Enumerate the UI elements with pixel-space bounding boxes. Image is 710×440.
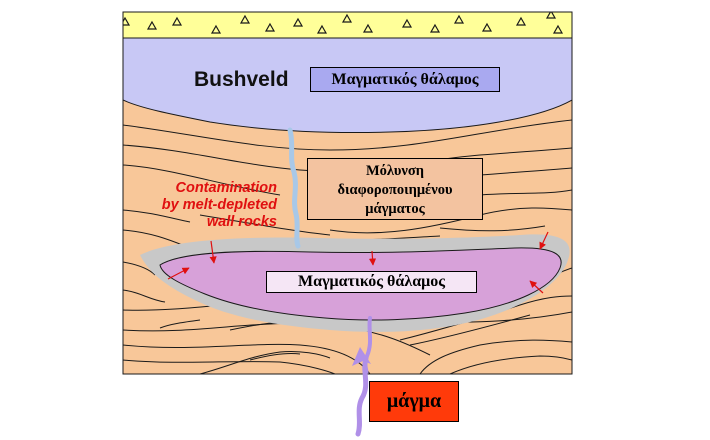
- diagram-frame: [122, 11, 573, 375]
- contamination-box-line-3: μάγματος: [365, 201, 425, 217]
- magma-label: μάγμα: [369, 381, 459, 422]
- magma-feeder-below: [355, 355, 369, 437]
- contamination-box-line-2: διαφοροποιημένου: [337, 182, 453, 198]
- surface-triangles: [123, 12, 564, 34]
- contamination-note-line-3: wall rocks: [206, 214, 277, 230]
- contamination-box-line-1: Μόλυνση: [366, 163, 424, 179]
- feeder-dyke-upper: [287, 127, 301, 249]
- lower-chamber-label: Μαγματικός θάλαμος: [266, 271, 477, 293]
- magma-upward-arrow-icon: [352, 347, 371, 366]
- upper-chamber-outline: [123, 99, 572, 133]
- bushveld-label: Bushveld: [194, 68, 289, 91]
- upper-chamber-label: Μαγματικός θάλαμος: [310, 67, 500, 92]
- contamination-box: Μόλυνση διαφοροποιημένου μάγματος: [307, 158, 483, 220]
- contamination-note-line-1: Contamination: [175, 180, 278, 196]
- contamination-note: Contamination by melt-depleted wall rock…: [117, 180, 277, 231]
- contamination-arrows: [167, 231, 549, 294]
- contamination-note-line-2: by melt-depleted: [161, 197, 277, 213]
